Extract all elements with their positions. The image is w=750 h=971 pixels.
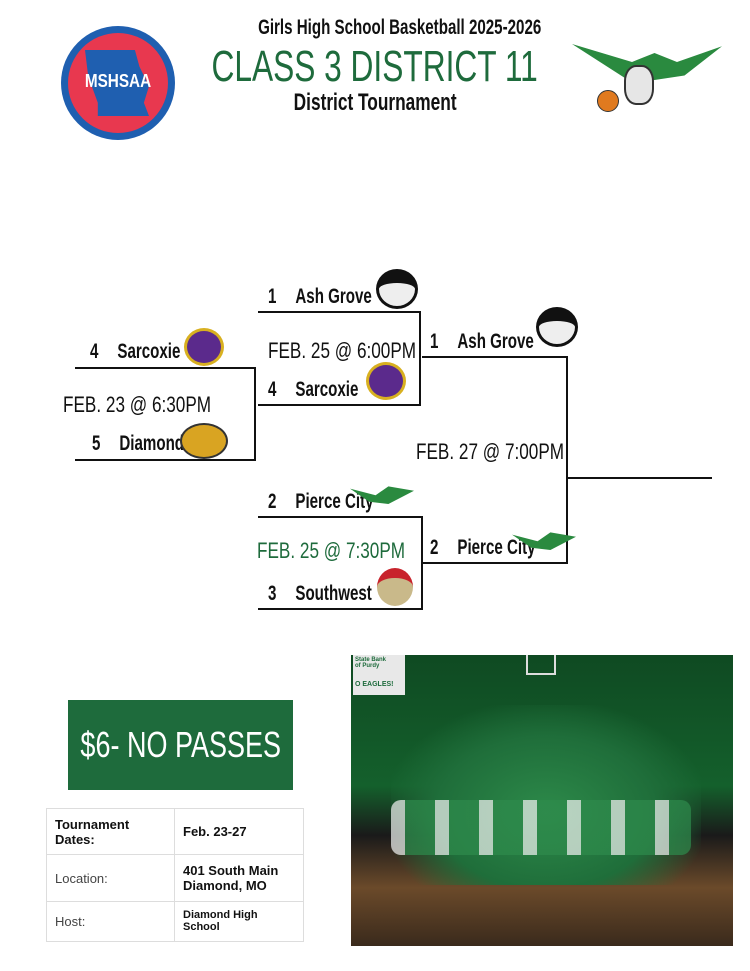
eagle-logo	[572, 35, 722, 135]
table-row: Tournament Dates:Feb. 23-27	[46, 807, 304, 856]
price-banner: $6- NO PASSES	[68, 700, 293, 790]
r1-date: FEB. 23 @ 6:30PM	[63, 392, 212, 417]
pirate-icon	[376, 269, 418, 309]
spartan-icon	[377, 568, 413, 606]
wildcat-icon	[180, 423, 228, 459]
table-row: Host:Diamond High School	[46, 900, 304, 943]
tagline: District Tournament	[293, 89, 457, 116]
bear-icon	[366, 362, 406, 400]
bear-icon	[184, 328, 224, 366]
info-table: Tournament Dates:Feb. 23-27 Location:401…	[46, 807, 304, 943]
table-row: Location:401 South Main Diamond, MO	[46, 854, 304, 902]
page-title: CLASS 3 DISTRICT 11	[211, 42, 539, 91]
pirate-icon	[536, 307, 578, 347]
final-date: FEB. 27 @ 7:00PM	[416, 439, 565, 464]
s1-date: FEB. 25 @ 6:00PM	[268, 338, 417, 363]
basketball-icon	[597, 90, 619, 112]
subtitle: Girls High School Basketball 2025-2026	[258, 16, 542, 39]
s2-date: FEB. 25 @ 7:30PM	[257, 538, 406, 563]
mshsaa-logo: MSHSAA	[61, 26, 175, 140]
